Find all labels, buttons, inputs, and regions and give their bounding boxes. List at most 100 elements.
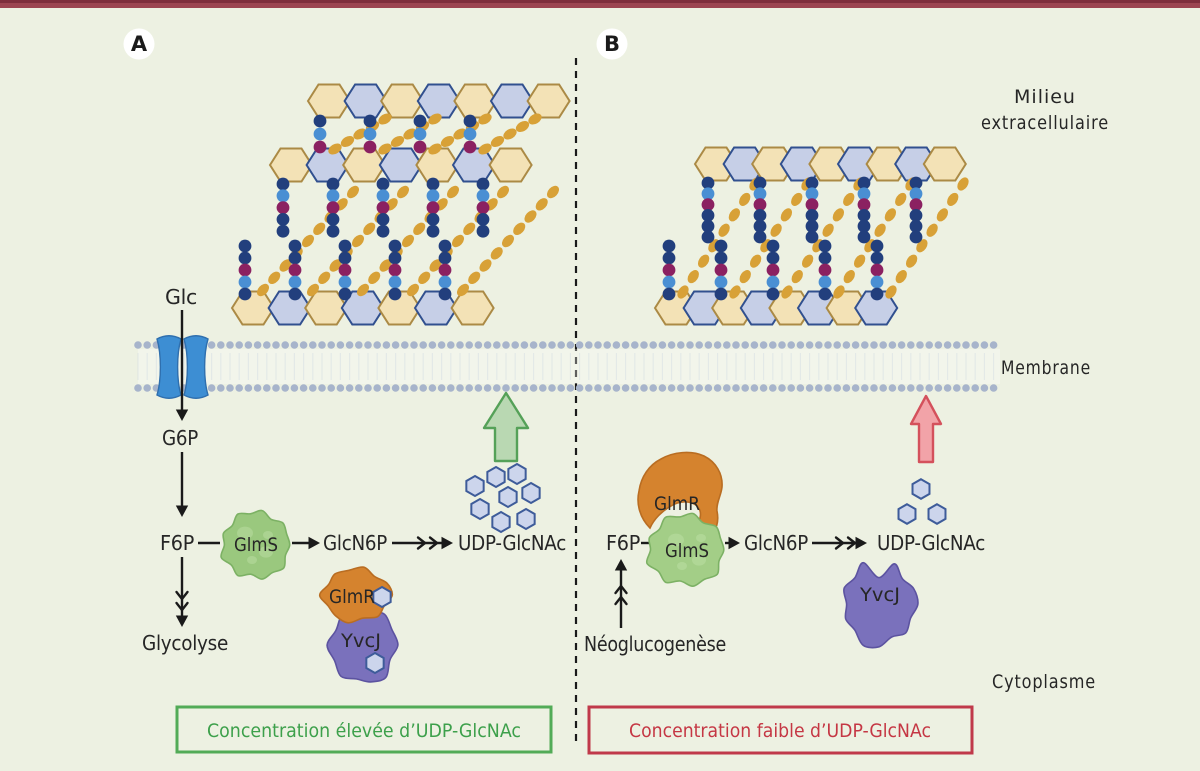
glms-blob-b [645, 512, 725, 587]
arrow-chevron [175, 590, 189, 601]
arrowhead [175, 615, 189, 627]
lipid-head-dot [529, 341, 538, 349]
glycan-strand-bead [306, 283, 320, 297]
lipid-head-dot [732, 384, 740, 392]
peptide-bead [909, 176, 923, 190]
lipid-head-dot [437, 341, 446, 349]
peptide-bead [753, 209, 767, 222]
peptide-bead [438, 287, 452, 301]
lipid-head-dot [980, 341, 989, 349]
peptide-bead [438, 239, 452, 253]
peptide-bead [701, 176, 715, 190]
panel-a-badge [123, 28, 155, 60]
glycan-strand-bead [378, 113, 392, 125]
lipid-head-dot [235, 341, 243, 349]
glycan-strand-bead [468, 271, 481, 285]
lipid-head-dot [493, 341, 501, 349]
peptide-bead [870, 275, 884, 289]
glycan-strand-bead [401, 234, 415, 248]
glycan-strand-bead [515, 120, 530, 133]
glcn6p-label-a: GlcN6P [323, 531, 387, 555]
glycan-strand-bead [843, 192, 855, 206]
peptide-bead [276, 213, 290, 226]
udp-glcnac-label-a: UDP-GlcNAc [458, 531, 566, 555]
lipid-head-dot [897, 384, 906, 392]
peptide-bead [413, 114, 427, 128]
glycan-strand-bead [340, 135, 355, 148]
lipid-head-dot [364, 341, 372, 349]
peptide-bead [476, 177, 490, 191]
lipid-head-dot [787, 384, 795, 392]
high-flux-green-arrow [482, 391, 530, 463]
glycan-strand-bead [428, 143, 442, 155]
peptide-bead [326, 189, 340, 203]
peptide-bead [388, 263, 402, 277]
lipid-head-dot [465, 384, 474, 392]
peptidoglycan-sugar-hexagon [450, 290, 495, 326]
lipid-head-dot [235, 384, 243, 392]
lipid-head-dot [143, 341, 151, 349]
peptide-bead [766, 287, 780, 301]
glms-label-a: GlmS [234, 534, 278, 556]
udp-glcnac-hexagon-clusters [465, 462, 947, 534]
peptide-bead [857, 187, 871, 201]
peptide-bead [376, 224, 390, 238]
peptide-bead [238, 287, 252, 301]
lipid-head-dot [861, 384, 869, 392]
glycan-strand-bead [501, 234, 515, 248]
lipid-head-dot [750, 341, 759, 349]
glycan-strand-bead [478, 143, 492, 155]
glycan-strand-bead [718, 223, 730, 237]
lipid-head-dot [667, 384, 676, 392]
lipid-head-dot [143, 384, 151, 392]
lipid-head-dot [916, 384, 924, 392]
lipid-head-dot [575, 341, 584, 349]
lipid-head-dot [879, 384, 887, 392]
lipid-head-dot [824, 341, 832, 349]
glycan-strand-bead [822, 223, 834, 237]
lipid-head-dot [345, 384, 354, 392]
lipid-head-dot [548, 341, 556, 349]
peptide-bead [388, 251, 402, 265]
peptide-bead [714, 263, 728, 277]
lipid-head-dot [870, 341, 878, 349]
peptide-bead [376, 177, 390, 191]
lipid-head-dot [419, 384, 428, 392]
lipid-head-dot [649, 384, 657, 392]
peptide-bead [701, 187, 715, 201]
glycan-strand-bead [801, 254, 814, 268]
peptide-bead [426, 177, 440, 191]
lipid-head-dot [447, 341, 455, 349]
lipid-head-dot [897, 341, 906, 349]
udp-glcnac-hexagon [927, 503, 947, 525]
peptide-bead [909, 187, 923, 201]
peptide-bead [909, 219, 923, 233]
lipid-head-dot [603, 341, 611, 349]
peptide-bead [701, 230, 715, 244]
peptide-bead [426, 224, 440, 238]
lipid-head-dot [842, 341, 851, 349]
lipid-head-dot [686, 341, 694, 349]
lipid-head-dot [309, 341, 317, 349]
glycan-strand-bead [478, 113, 492, 125]
lipid-head-dot [667, 341, 676, 349]
lipid-head-dot [539, 384, 547, 392]
lipid-head-dot [585, 384, 593, 392]
peptide-bead [476, 189, 490, 203]
peptide-bead [870, 251, 884, 265]
lipid-head-dot [327, 341, 336, 349]
panel-b-badge [596, 28, 628, 60]
peptide-bead [438, 275, 452, 289]
glucose-transporter-icon [156, 335, 209, 399]
peptide-bead [313, 127, 327, 141]
lipid-head-dot [511, 384, 519, 392]
glycan-strand-bead [440, 135, 455, 148]
lipid-head-dot [548, 384, 556, 392]
lipid-head-dot [502, 384, 510, 392]
arrowhead [614, 559, 628, 571]
lipid-head-dot [566, 341, 575, 349]
lipid-head-dot [759, 384, 768, 392]
glycan-strand-bead [687, 270, 699, 284]
lipid-head-dot [953, 384, 961, 392]
